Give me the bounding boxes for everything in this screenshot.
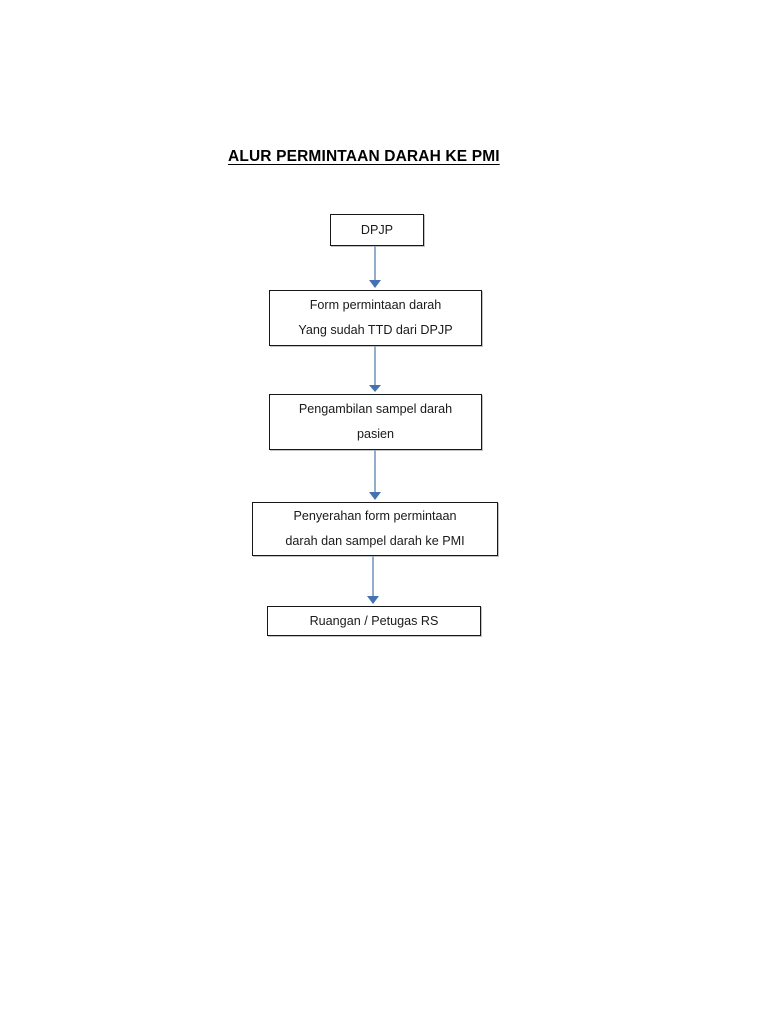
flow-node-label: Pengambilan sampel darah: [298, 402, 453, 416]
flow-node-ruangan-petugas-rs[interactable]: Ruangan / Petugas RS: [267, 606, 481, 636]
connector-arrow-2: [368, 346, 382, 394]
connector-stem: [374, 450, 376, 494]
flow-node-pengambilan-sampel-darah[interactable]: Pengambilan sampel darah pasien: [269, 394, 482, 450]
flow-node-penyerahan-form-permintaan[interactable]: Penyerahan form permintaan darah dan sam…: [252, 502, 498, 556]
flow-node-label: Penyerahan form permintaan: [293, 509, 457, 523]
page-title: ALUR PERMINTAAN DARAH KE PMI: [228, 148, 500, 165]
connector-stem: [374, 246, 376, 282]
flow-node-label: pasien: [356, 427, 395, 441]
flow-node-label: darah dan sampel darah ke PMI: [285, 534, 465, 548]
arrowhead-down-icon: [367, 596, 379, 604]
flow-node-label: Yang sudah TTD dari DPJP: [298, 323, 453, 337]
connector-arrow-3: [368, 450, 382, 502]
flow-node-label: Ruangan / Petugas RS: [309, 613, 439, 628]
flow-node-form-permintaan-darah[interactable]: Form permintaan darah Yang sudah TTD dar…: [269, 290, 482, 346]
flow-node-label: DPJP: [360, 222, 394, 237]
connector-arrow-4: [366, 556, 380, 606]
arrowhead-down-icon: [369, 280, 381, 288]
connector-stem: [374, 346, 376, 387]
arrowhead-down-icon: [369, 385, 381, 392]
flow-node-dpjp[interactable]: DPJP: [330, 214, 424, 246]
connector-stem: [372, 556, 374, 598]
arrowhead-down-icon: [369, 492, 381, 500]
connector-arrow-1: [368, 246, 382, 290]
flow-node-label: Form permintaan darah: [309, 298, 442, 312]
